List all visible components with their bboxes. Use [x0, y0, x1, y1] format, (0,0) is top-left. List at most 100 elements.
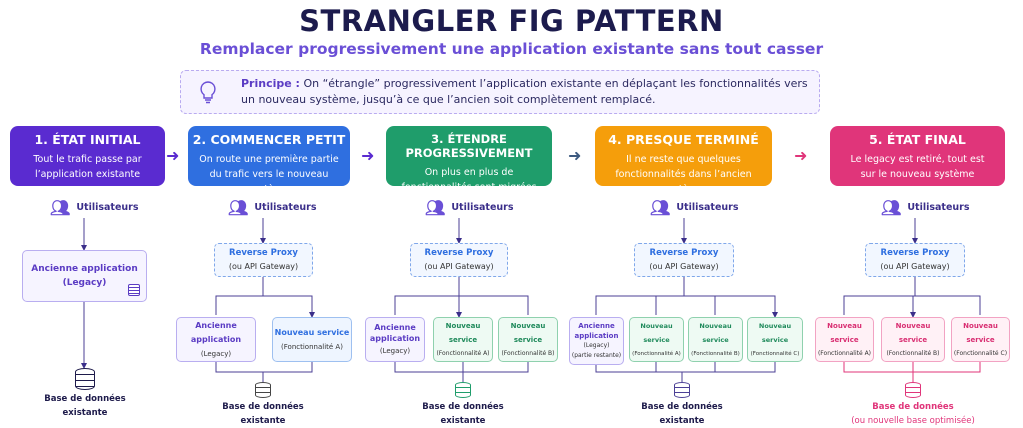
box-subtitle: (Legacy): [583, 342, 610, 349]
users-icon: 👥︎: [50, 198, 71, 217]
box-subtitle: (Legacy): [379, 346, 411, 355]
stage-title: 1. ÉTAT INITIAL: [34, 132, 141, 147]
box-title: Ancienne: [578, 322, 615, 330]
box-title: Nouveau service: [510, 321, 546, 344]
new-service-a-box: Nouveau service (Fonctionnalité A): [629, 317, 684, 362]
arrow-right-icon: ➜: [361, 146, 375, 165]
database-icon: [905, 382, 921, 398]
legacy-app-box: Ancienne application (Legacy): [22, 250, 147, 302]
db-subtitle: existante: [440, 416, 486, 426]
users-label: 👥︎Utilisateurs: [50, 198, 139, 217]
db-subtitle: (ou nouvelle base optimisée): [851, 416, 975, 426]
db-subtitle: existante: [240, 416, 286, 426]
users-icon: 👥︎: [650, 198, 671, 217]
box-title: Nouveau service: [640, 321, 673, 344]
users-icon: 👥︎: [425, 198, 446, 217]
users-text: Utilisateurs: [907, 202, 970, 213]
database-icon: [674, 382, 690, 398]
users-label: 👥︎ Utilisateurs: [650, 198, 739, 217]
box-subtitle: (partie restante): [571, 352, 622, 359]
stage-title: 5. ÉTAT FINAL: [869, 132, 966, 147]
arrow-right-icon: ➜: [794, 146, 808, 165]
db-title: Base de données: [222, 402, 304, 412]
box-subtitle: (Fonctionnalité B): [501, 349, 555, 357]
box-subtitle: (Fonctionnalité A): [632, 350, 681, 357]
box-subtitle: (Legacy): [62, 278, 107, 288]
new-service-a-box: Nouveau service (Fonctionnalité A): [815, 317, 874, 362]
users-icon: 👥︎: [228, 198, 249, 217]
server-icon: [128, 284, 140, 296]
principle-box: Principe : On “étrangle” progressivement…: [180, 70, 820, 114]
stage-desc: Tout le trafic passe par l’application e…: [33, 154, 142, 180]
db-title: Base de données: [641, 402, 723, 412]
box-subtitle: (Fonctionnalité C): [953, 349, 1008, 357]
database: Base de données (ou nouvelle base optimis…: [838, 382, 988, 428]
database: Base de données existante: [408, 382, 518, 428]
box-subtitle: (Fonctionnalité B): [886, 349, 940, 357]
box-title: Ancienne application: [31, 264, 138, 274]
database-icon: [75, 368, 95, 390]
box-title: Nouveau service: [274, 327, 350, 337]
box-subtitle: (Fonctionnalité A): [817, 349, 872, 357]
box-title: Nouveau service: [699, 321, 732, 344]
box-title: application: [574, 332, 619, 340]
new-service-b-box: Nouveau service (Fonctionnalité B): [881, 317, 945, 362]
new-service-b-box: Nouveau service (Fonctionnalité B): [688, 317, 743, 362]
new-service-a-box: Nouveau service (Fonctionnalité A): [272, 317, 352, 362]
db-title: Base de données: [422, 402, 504, 412]
box-title: Ancienne application: [190, 320, 242, 344]
box-title: Nouveau service: [895, 321, 931, 344]
stage-title: 4. PRESQUE TERMINÉ: [608, 132, 759, 147]
users-text: Utilisateurs: [254, 202, 317, 213]
stage-title: 3. ÉTENDRE PROGRESSIVEMENT: [405, 132, 533, 160]
users-icon: 👥︎: [881, 198, 902, 217]
database: Base de données existante: [627, 382, 737, 428]
db-subtitle: existante: [62, 408, 108, 418]
box-title: Reverse Proxy: [880, 248, 950, 258]
users-text: Utilisateurs: [676, 202, 739, 213]
reverse-proxy-box: Reverse Proxy(ou API Gateway): [634, 243, 734, 277]
db-title: Base de données: [872, 402, 954, 412]
principle-text: On “étrangle” progressivement l’applicat…: [241, 77, 808, 106]
stage-desc: On route une première partie du trafic v…: [199, 154, 339, 195]
box-subtitle: (ou API Gateway): [649, 262, 719, 271]
box-subtitle: (ou API Gateway): [228, 262, 299, 271]
new-service-a-box: Nouveau service(Fonctionnalité A): [433, 317, 493, 362]
box-title: application: [369, 333, 421, 343]
reverse-proxy-box: Reverse Proxy(ou API Gateway): [410, 243, 508, 277]
box-subtitle: (Fonctionnalité B): [691, 350, 740, 357]
database: Base de données existante: [208, 382, 318, 428]
box-subtitle: (ou API Gateway): [880, 262, 950, 271]
stage-5-header: 5. ÉTAT FINAL Le legacy est retiré, tout …: [830, 126, 1005, 186]
arrow-right-icon: ➜: [568, 146, 582, 165]
reverse-proxy-box: Reverse Proxy (ou API Gateway): [865, 243, 965, 277]
box-title: Ancienne: [374, 322, 416, 332]
new-service-c-box: Nouveau service(Fonctionnalité C): [747, 317, 803, 362]
box-title: Nouveau service: [963, 321, 998, 344]
box-title: Reverse Proxy: [229, 248, 298, 258]
page-subtitle: Remplacer progressivement une applicatio…: [199, 40, 824, 58]
box-title: Nouveau service: [827, 321, 862, 344]
database-icon: [455, 382, 471, 398]
stage-3-header: 3. ÉTENDRE PROGRESSIVEMENT On plus en plu…: [386, 126, 552, 193]
stage-desc: Le legacy est retiré, tout est sur le no…: [850, 154, 985, 180]
users-label: 👥︎ Utilisateurs: [228, 198, 317, 217]
users-text: Utilisateurs: [451, 202, 514, 213]
principle-label: Principe :: [241, 77, 300, 90]
box-subtitle: (ou API Gateway): [424, 262, 494, 271]
box-subtitle: (Fonctionnalité C): [750, 350, 800, 357]
box-subtitle: (Legacy): [200, 349, 232, 358]
db-subtitle: existante: [659, 416, 705, 426]
box-subtitle: (Fonctionnalité A): [281, 342, 343, 351]
stage-desc: On plus en plus de fonctionnalités sont …: [401, 167, 537, 193]
legacy-app-box: Ancienne application (Legacy): [176, 317, 256, 362]
stage-1-header: 1. ÉTAT INITIAL Tout le trafic passe par …: [10, 126, 165, 186]
new-service-b-box: Nouveau service (Fonctionnalité B): [498, 317, 558, 362]
users-label: 👥︎ Utilisateurs: [425, 198, 514, 217]
box-subtitle: (Fonctionnalité A): [436, 349, 490, 357]
